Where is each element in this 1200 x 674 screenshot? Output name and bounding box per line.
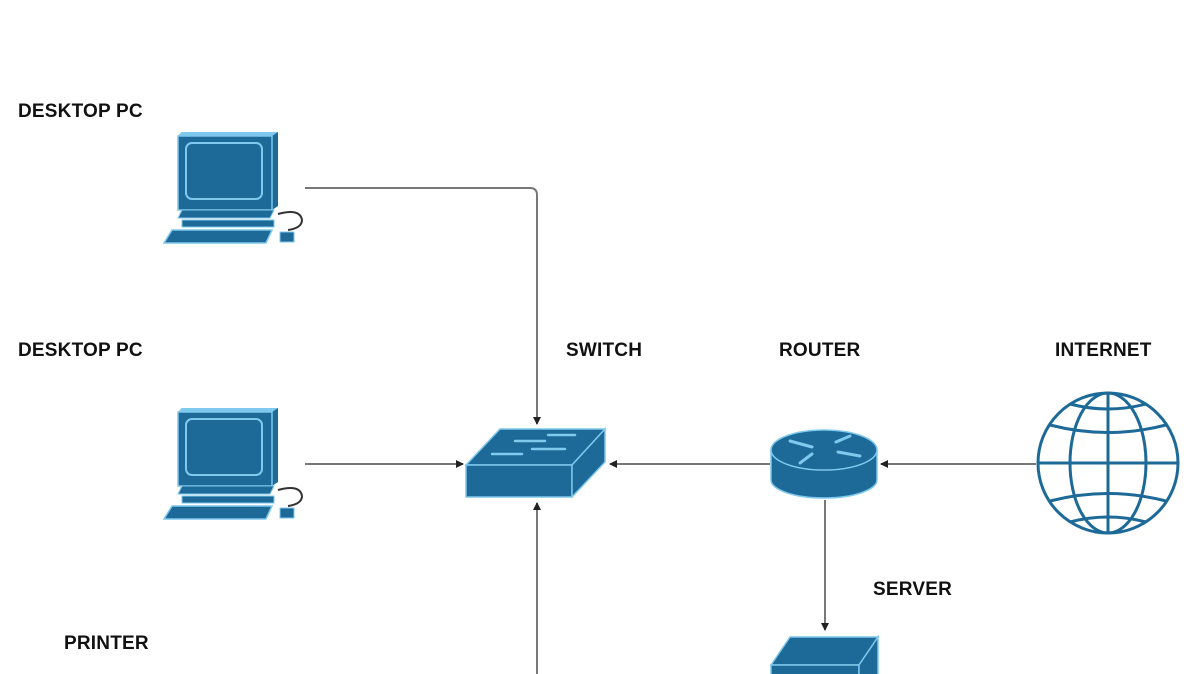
desktop-pc-1-label: DESKTOP PC [18,101,143,122]
printer-label: PRINTER [64,633,149,654]
desktop-pc-2-label: DESKTOP PC [18,340,143,361]
server-icon[interactable] [769,634,880,674]
desktop-pc-icon[interactable] [162,132,304,244]
router-label: ROUTER [779,340,861,361]
connector-desktop1-switch [305,187,541,425]
internet-globe-icon[interactable] [1036,391,1180,535]
server-label: SERVER [873,579,952,600]
desktop-pc-icon[interactable] [162,408,304,520]
internet-label: INTERNET [1055,340,1152,361]
switch-icon[interactable] [464,427,607,499]
switch-label: SWITCH [566,340,643,361]
router-icon[interactable] [770,429,878,499]
